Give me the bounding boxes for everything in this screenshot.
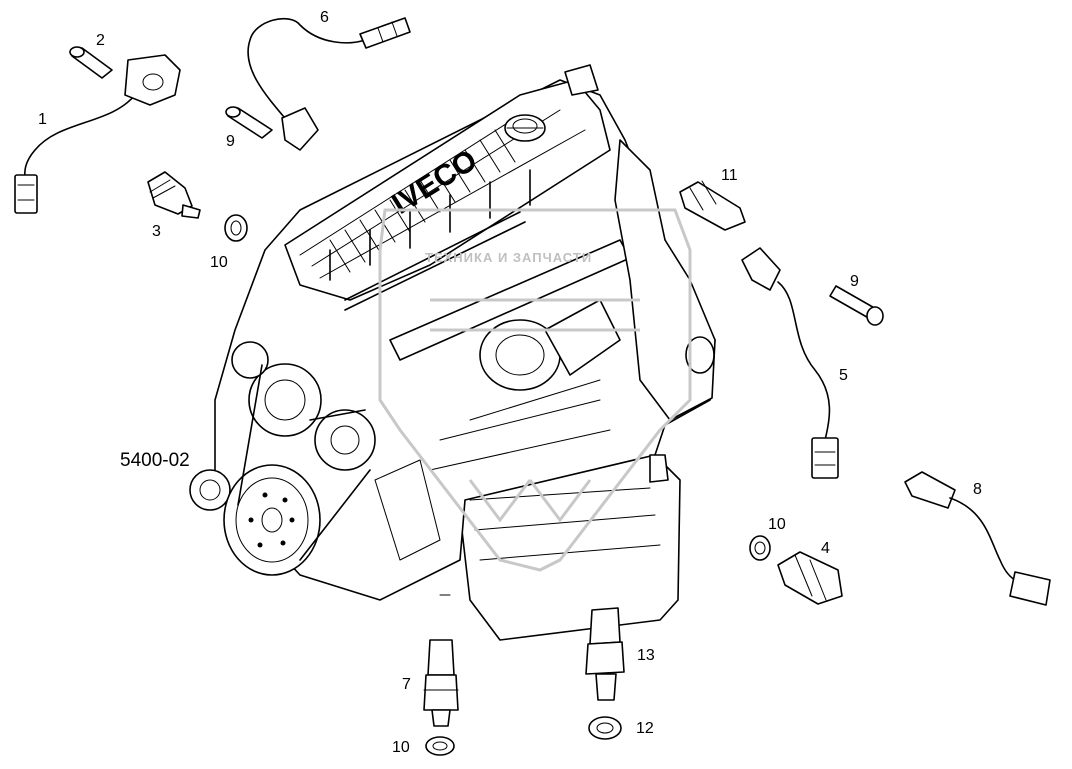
callout-9-upper: 9 <box>226 133 235 150</box>
engine-assembly: IVECO <box>189 64 716 641</box>
part-10-washer-left <box>224 214 248 242</box>
callout-numbers: 1 2 3 4 5 6 7 8 9 9 10 10 10 11 12 13 <box>38 9 982 756</box>
part-11-sensor <box>679 180 746 231</box>
crankshaft-damper <box>223 464 321 576</box>
part-3-temperature-sender <box>147 171 201 219</box>
part-10-washer-right <box>749 535 771 561</box>
injector-row <box>329 169 531 311</box>
callout-6: 6 <box>320 9 329 26</box>
callout-3: 3 <box>152 223 161 240</box>
part-9-bolt-upper <box>225 106 273 139</box>
callout-2: 2 <box>96 32 105 49</box>
part-9-bolt-right <box>829 285 884 326</box>
callout-12: 12 <box>636 720 654 737</box>
callout-10-left: 10 <box>210 254 228 271</box>
part-5-sensor-cable <box>741 247 839 479</box>
part-13-sensor <box>585 607 625 701</box>
callout-10-right: 10 <box>768 516 786 533</box>
watermark: ТЕХНИКА И ЗАПЧАСТИ <box>378 208 692 572</box>
callout-13: 13 <box>637 647 655 664</box>
callout-5: 5 <box>839 367 848 384</box>
callout-7: 7 <box>402 676 411 693</box>
part-2-sensor-bracket <box>69 46 181 106</box>
part-12-washer <box>588 716 622 740</box>
oil-filler-cap <box>504 114 546 142</box>
drawing-code-label: 5400-02 <box>120 450 190 471</box>
front-pulleys <box>189 341 376 511</box>
part-1-sensor-cable <box>14 94 136 214</box>
callout-4: 4 <box>821 540 830 557</box>
part-7-pressure-sender <box>423 639 459 727</box>
callout-11: 11 <box>721 167 738 184</box>
part-4-temperature-sensor <box>777 551 843 605</box>
callout-10-bottom: 10 <box>392 739 410 756</box>
watermark-text: ТЕХНИКА И ЗАПЧАСТИ <box>425 250 592 265</box>
part-8-pressure-switch <box>904 471 1051 606</box>
callout-9-right: 9 <box>850 273 859 290</box>
part-6-sensor-cable <box>247 17 411 151</box>
callout-1: 1 <box>38 111 47 128</box>
part-10-washer-bottom <box>425 736 455 756</box>
callout-8: 8 <box>973 481 982 498</box>
intake-manifold <box>479 299 621 391</box>
